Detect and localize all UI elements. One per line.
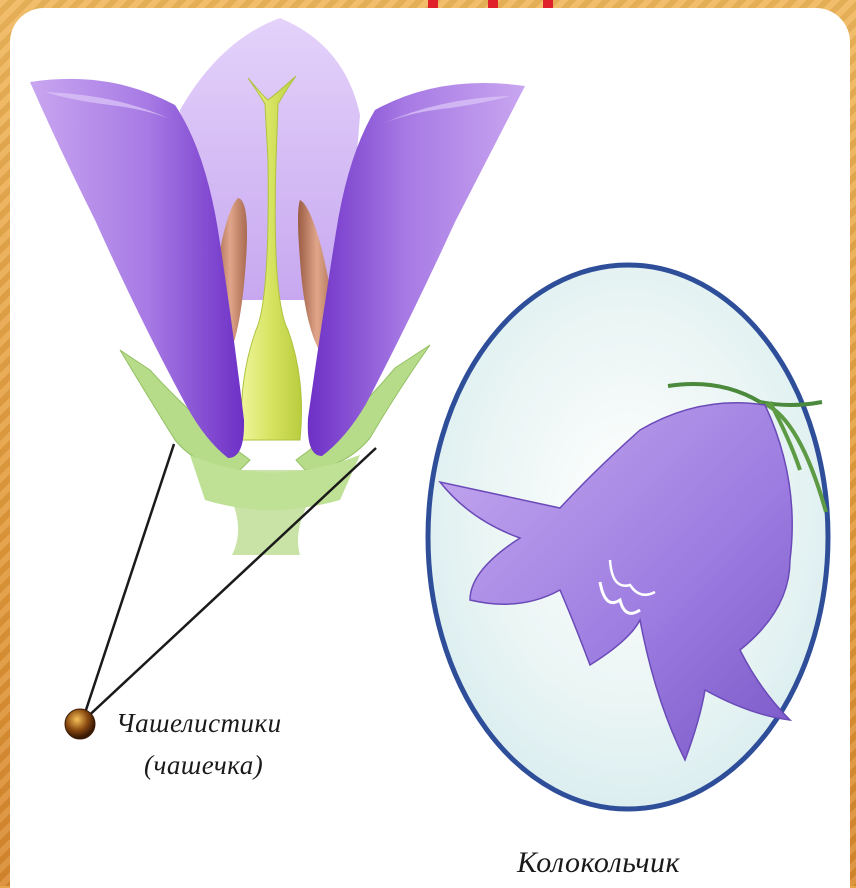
sepals-sublabel: (чашечка) <box>144 750 263 781</box>
species-label: Колокольчик <box>517 846 680 880</box>
sepals-label: Чашелистики <box>116 708 282 739</box>
pointer-dot <box>65 709 95 739</box>
bellflower-medallion <box>428 265 828 809</box>
